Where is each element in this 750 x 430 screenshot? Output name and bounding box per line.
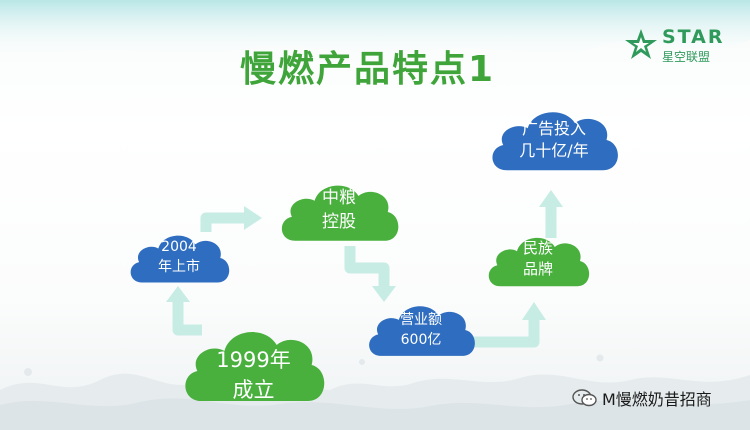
green-cloud-shape — [281, 185, 399, 241]
watermark-text: M慢燃奶昔招商 — [602, 390, 712, 409]
arrow-founded-to-listed — [172, 300, 202, 336]
blue-cloud-shape — [492, 112, 618, 171]
node-brand-line2: 品牌 — [522, 260, 553, 278]
node-revenue-line1: 营业额 — [400, 312, 442, 328]
star-icon — [625, 29, 657, 59]
node-founded-line2: 成立 — [232, 378, 275, 402]
node-revenue: 营业额 600亿 — [362, 294, 480, 366]
arrowhead-listed-to-cofco — [244, 206, 262, 230]
arrowhead-founded-to-listed — [166, 286, 190, 302]
green-cloud-shape — [185, 332, 325, 401]
arrow-listed-to-cofco — [200, 212, 246, 232]
wechat-watermark: M慢燃奶昔招商 — [572, 386, 712, 410]
node-ads: 广告投入 几十亿/年 — [484, 98, 624, 182]
logo-name: STAR — [662, 26, 725, 48]
wechat-icon — [572, 389, 597, 407]
node-founded-line1: 1999年 — [216, 348, 291, 372]
node-founded: 1999年 成立 — [176, 315, 331, 415]
arrow-cofco-to-revenue — [344, 246, 390, 286]
arrow-revenue-to-brand — [472, 318, 540, 348]
node-cofco: 中粮 控股 — [274, 172, 404, 252]
node-ads-line1: 广告投入 — [521, 119, 586, 138]
node-cofco-line2: 控股 — [322, 212, 356, 232]
node-brand: 民族 品牌 — [482, 226, 594, 296]
node-listed-line2: 年上市 — [158, 259, 200, 275]
node-revenue-line2: 600亿 — [400, 332, 442, 348]
arrowhead-brand-to-ads — [539, 190, 563, 207]
slide-title: 慢燃产品特点1 — [240, 49, 496, 90]
green-cloud-shape — [488, 237, 590, 287]
node-cofco-line1: 中粮 — [322, 188, 356, 208]
blue-cloud-shape — [369, 306, 475, 356]
arrowhead-cofco-to-revenue — [372, 286, 396, 302]
logo-subtitle: 星空联盟 — [662, 50, 711, 64]
node-ads-line2: 几十亿/年 — [519, 141, 589, 160]
node-listed-line1: 2004 — [161, 239, 197, 255]
node-brand-line1: 民族 — [522, 239, 553, 257]
blue-cloud-shape — [130, 235, 230, 283]
brand-logo: STAR 星空联盟 — [624, 26, 744, 70]
arrowhead-revenue-to-brand — [522, 302, 546, 320]
node-listed: 2004 年上市 — [124, 224, 234, 292]
top-splash-decoration — [0, 0, 750, 60]
